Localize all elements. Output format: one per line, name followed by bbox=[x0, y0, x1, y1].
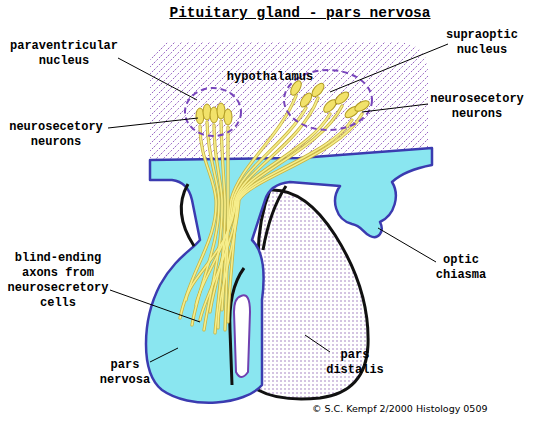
leader-lines bbox=[108, 44, 448, 362]
residual-cleft bbox=[234, 295, 250, 377]
part-label: neurosecetory neurons bbox=[425, 92, 529, 122]
part-label: optic chiasma bbox=[430, 253, 492, 283]
axon-bundle bbox=[180, 96, 362, 333]
part-label: supraoptic nucleus bbox=[440, 28, 524, 58]
part-label: pars nervosa bbox=[92, 358, 158, 388]
part-label: neurosecetory neurons bbox=[4, 120, 108, 150]
nucleus-outline bbox=[185, 88, 241, 136]
infundibulum-and-pars-nervosa bbox=[146, 148, 432, 403]
hypothalamus-region bbox=[150, 42, 428, 162]
part-label: pars distalis bbox=[320, 348, 390, 378]
part-label: hypothalamus bbox=[220, 70, 320, 85]
pars-tuberalis-outline bbox=[181, 184, 194, 246]
copyright-note: © S.C. Kempf 2/2000 Histology 0509 bbox=[312, 403, 488, 415]
axon-highlight bbox=[180, 96, 362, 333]
part-label: paraventricular nucleus bbox=[4, 39, 124, 69]
pars-tuberalis-outline bbox=[263, 186, 286, 250]
diagram-title: Pituitary gland - pars nervosa bbox=[150, 4, 450, 22]
part-label: blind-ending axons from neurosecretory c… bbox=[4, 251, 112, 311]
